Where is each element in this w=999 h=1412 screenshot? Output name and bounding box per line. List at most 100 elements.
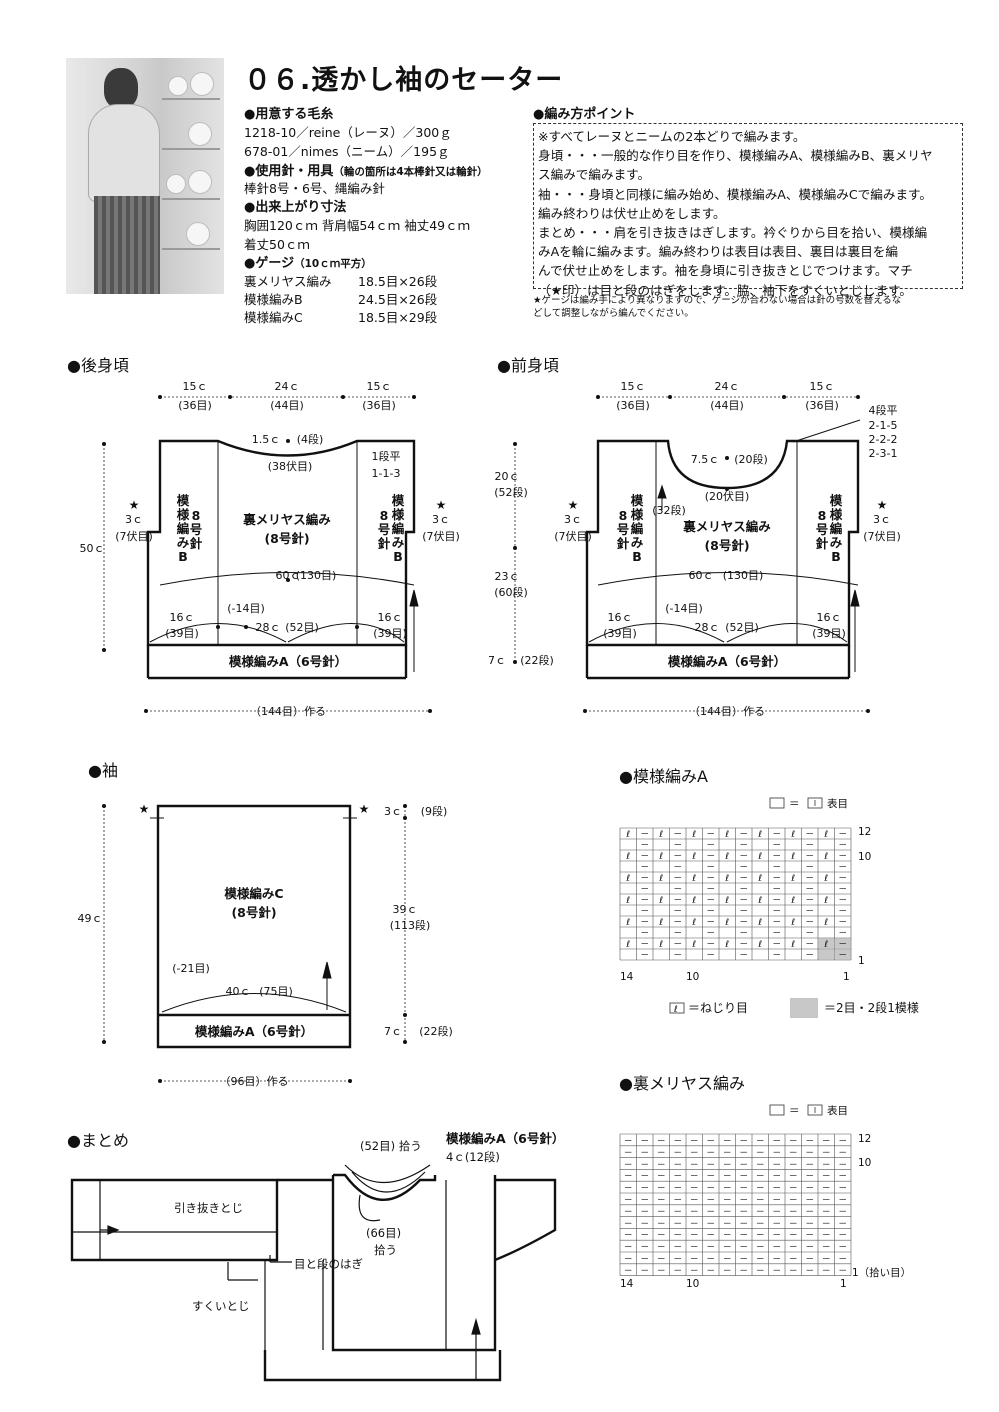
purl-symbol: － <box>706 852 715 862</box>
purl-symbol: － <box>805 918 814 928</box>
label: 模様編みA（6号針） <box>668 654 786 669</box>
purl-symbol: － <box>756 1255 765 1265</box>
purl-symbol: － <box>706 918 715 928</box>
twist-symbol: ℓ <box>625 918 630 928</box>
label: 28ｃ <box>256 621 281 634</box>
purl-symbol: － <box>805 1184 814 1194</box>
label: 16ｃ <box>170 611 195 624</box>
purl-symbol: － <box>805 951 814 961</box>
points-line: （★印）は目と段のはぎをします。脇、袖下をすくいとじします。 <box>538 282 912 298</box>
purl-symbol: － <box>706 830 715 840</box>
purl-symbol: － <box>805 929 814 939</box>
purl-symbol: － <box>640 896 649 906</box>
purl-symbol: － <box>838 1255 847 1265</box>
vertical-char: B <box>632 549 642 564</box>
purl-symbol: － <box>789 1243 798 1253</box>
twist-symbol: ℓ <box>757 896 762 906</box>
front-heading: ●前身頃 <box>497 356 559 375</box>
label: (22段) <box>419 1024 453 1038</box>
label: (8号針) <box>231 905 276 920</box>
purl-symbol: － <box>640 1160 649 1170</box>
purl-symbol: － <box>640 1255 649 1265</box>
twist-symbol: ℓ <box>673 1005 678 1015</box>
label: すくいとじ <box>192 1299 250 1313</box>
purl-symbol: － <box>673 1267 682 1277</box>
purl-symbol: － <box>706 1184 715 1194</box>
purl-symbol: － <box>706 1196 715 1206</box>
purl-symbol: － <box>805 907 814 917</box>
label: (4段) <box>297 432 324 446</box>
purl-symbol: － <box>706 1160 715 1170</box>
purl-symbol: － <box>706 874 715 884</box>
pattern-a-chart: ℓ－ℓ－ℓ－ℓ－ℓ－ℓ－ℓ－－－－－－－－ℓ－ℓ－ℓ－ℓ－ℓ－ℓ－ℓ－－－－－－… <box>619 827 852 961</box>
twist-symbol: ℓ <box>625 940 630 950</box>
purl-symbol: － <box>772 852 781 862</box>
vertical-char: 模 <box>392 493 405 508</box>
repeat-cell <box>834 949 851 960</box>
vertical-char: み <box>830 535 843 550</box>
purl-symbol: － <box>838 830 847 840</box>
purl-symbol: － <box>673 1149 682 1159</box>
purl-symbol: － <box>640 1172 649 1182</box>
purl-symbol: － <box>657 1267 666 1277</box>
twist-symbol: ℓ <box>757 852 762 862</box>
purl-symbol: － <box>838 874 847 884</box>
label: 10 <box>858 851 871 863</box>
label: 1（拾い目） <box>852 1266 911 1279</box>
purl-symbol: － <box>640 1243 649 1253</box>
purl-symbol: － <box>624 1172 633 1182</box>
purl-symbol: － <box>772 896 781 906</box>
label: (-21目) <box>172 962 210 975</box>
purl-symbol: － <box>640 830 649 840</box>
label: 模様編みA（6号針） <box>195 1024 313 1039</box>
purl-symbol: － <box>805 1149 814 1159</box>
label: 15ｃ <box>183 380 208 393</box>
label: 15ｃ <box>810 380 835 393</box>
purl-symbol: － <box>640 1137 649 1147</box>
purl-symbol: － <box>805 1219 814 1229</box>
label: 14 <box>620 971 634 983</box>
label: 裏メリヤス編み <box>682 519 771 534</box>
purl-symbol: － <box>706 1231 715 1241</box>
purl-symbol: － <box>739 1208 748 1218</box>
purl-symbol: － <box>838 1172 847 1182</box>
purl-symbol: － <box>822 1219 831 1229</box>
purl-symbol: － <box>690 1184 699 1194</box>
label: 28ｃ <box>695 621 720 634</box>
purl-symbol: － <box>805 863 814 873</box>
purl-symbol: － <box>838 1149 847 1159</box>
purl-symbol: － <box>624 1196 633 1206</box>
purl-symbol: － <box>706 907 715 917</box>
twist-symbol: ℓ <box>724 940 729 950</box>
purl-symbol: － <box>822 1243 831 1253</box>
purl-symbol: － <box>739 885 748 895</box>
legend-twist-box <box>669 1002 685 1014</box>
label: 7ｃ <box>384 1025 402 1038</box>
points-line: みAを輪に編みます。編み終わりは表目は表目、裏目は裏目を編 <box>538 244 898 260</box>
purl-symbol: － <box>640 1231 649 1241</box>
purl-symbol: － <box>756 1137 765 1147</box>
purl-symbol: － <box>756 1160 765 1170</box>
purl-symbol: － <box>673 1219 682 1229</box>
purl-symbol: － <box>805 1243 814 1253</box>
sleeve-diagram <box>102 804 407 1083</box>
twist-symbol: ℓ <box>790 874 795 884</box>
purl-symbol: － <box>772 1196 781 1206</box>
label: 12 <box>858 826 871 838</box>
purl-symbol: － <box>772 940 781 950</box>
purl-symbol: － <box>640 940 649 950</box>
purl-symbol: － <box>805 940 814 950</box>
label: (60段) <box>494 585 528 599</box>
twist-symbol: ℓ <box>757 918 762 928</box>
purl-symbol: － <box>739 874 748 884</box>
purl-symbol: － <box>822 1196 831 1206</box>
purl-symbol: － <box>640 1184 649 1194</box>
purl-symbol: － <box>822 1137 831 1147</box>
size-2: 着丈50ｃｍ <box>244 237 310 252</box>
purl-symbol: － <box>772 1137 781 1147</box>
label: 2-2-2 <box>869 433 898 446</box>
purl-symbol: － <box>838 852 847 862</box>
yarn-1: 1218-10／reine（レーヌ）／300ｇ <box>244 125 452 140</box>
legend-empty-box <box>769 797 785 809</box>
vertical-char: 様 <box>830 507 843 522</box>
